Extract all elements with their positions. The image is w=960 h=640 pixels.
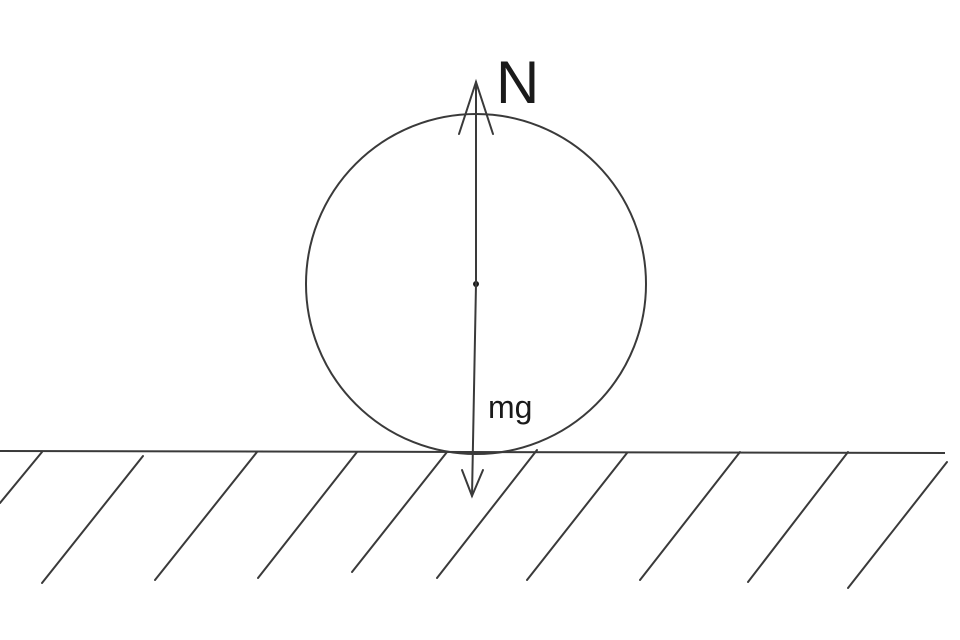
- hatch-line: [847, 461, 948, 589]
- hatch-line: [41, 455, 144, 584]
- normal-force-label: N: [496, 49, 539, 116]
- hatch-line: [154, 451, 258, 581]
- ground-hatching: [0, 449, 948, 589]
- hatch-line: [257, 451, 358, 579]
- normal-force-arrow: [458, 78, 494, 285]
- hatch-line: [0, 451, 43, 504]
- weight-arrow: [461, 283, 484, 499]
- weight-label: mg: [488, 389, 532, 425]
- hatch-line: [639, 451, 741, 581]
- hatch-line: [747, 451, 849, 583]
- hatch-line: [526, 452, 628, 581]
- hatch-line: [351, 451, 448, 573]
- hatch-line: [436, 449, 538, 579]
